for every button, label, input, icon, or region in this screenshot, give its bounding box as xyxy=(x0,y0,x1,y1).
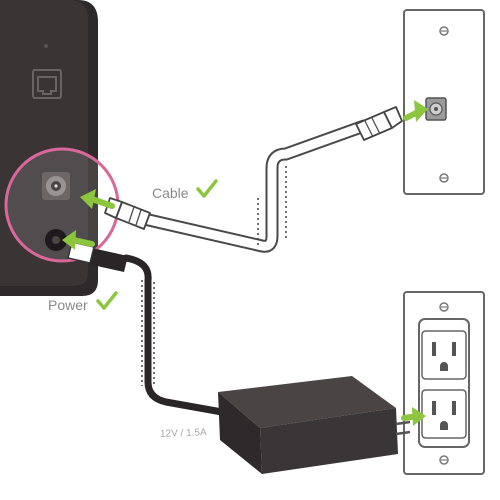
device-power-jack xyxy=(45,229,67,251)
wall-coax-jack xyxy=(425,97,447,121)
adapter-rating-label: 12V / 1.5A xyxy=(159,427,207,440)
outlet-socket xyxy=(421,330,467,380)
power-adapter xyxy=(218,376,411,474)
arrow-right-icon xyxy=(403,100,428,122)
device-coax-port xyxy=(42,172,70,200)
outlet-socket xyxy=(421,389,467,439)
screw-icon xyxy=(439,302,449,312)
screw-icon xyxy=(439,26,449,36)
arrow-left-icon xyxy=(62,230,95,250)
modem-device xyxy=(0,0,98,296)
screw-icon xyxy=(439,173,449,183)
arrow-right-icon xyxy=(401,407,426,426)
status-led xyxy=(44,44,48,48)
wall-coax-plate xyxy=(403,9,485,195)
screw-icon xyxy=(439,455,449,465)
power-label: Power xyxy=(48,297,88,313)
ethernet-port-icon xyxy=(32,69,62,99)
cable-label: Cable xyxy=(152,185,189,201)
wall-outlet-plate xyxy=(403,291,485,475)
arrow-left-icon xyxy=(80,189,115,209)
check-icon xyxy=(96,291,118,310)
dc-power-cord xyxy=(122,254,226,416)
coax-connector-wall xyxy=(355,106,403,141)
check-icon xyxy=(196,179,218,198)
coax-cable xyxy=(133,119,371,253)
